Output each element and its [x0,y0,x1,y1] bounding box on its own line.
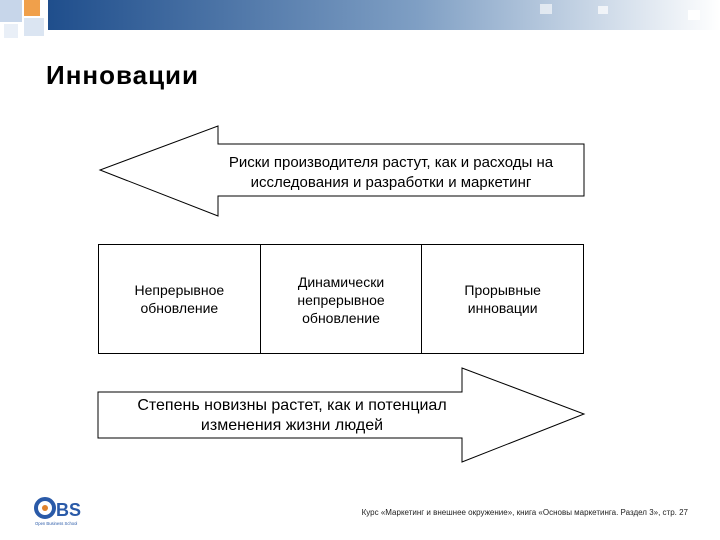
risk-arrow-label: Риски производителя растут, как и расход… [228,154,554,191]
logo-letters: BS [56,500,81,520]
slide-title: Инновации [46,60,200,90]
footer-source: Курс «Маркетинг и внешнее окружение», кн… [361,508,688,517]
innovation-stages: Непрерывное обновление Динамически непре… [98,244,584,354]
header-band [0,0,720,38]
logo-tagline: Open Business School [35,521,77,526]
right-arrow-novelty [97,367,586,463]
stage-continuous: Непрерывное обновление [99,245,261,353]
stage-breakthrough: Прорывные инновации [464,282,541,316]
obs-logo: BS Open Business School [34,497,81,526]
left-arrow-risk [98,125,585,217]
novelty-arrow-label: Степень новизны растет, как и потенциал … [137,397,447,434]
stage-dynamic-continuous: Динамически непрерывное обновление [261,245,423,353]
